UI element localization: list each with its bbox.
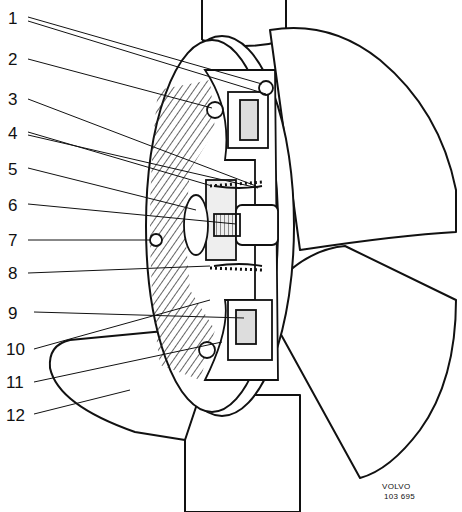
callout-number: 8 [8, 265, 17, 282]
cooling-fins [150, 80, 215, 380]
callout-number: 11 [6, 374, 24, 391]
cover-plug [150, 234, 162, 246]
leader-lines [28, 17, 266, 414]
callout-number: 4 [8, 125, 17, 142]
callout-number: 2 [8, 51, 17, 68]
nut [184, 195, 208, 255]
housing-section [228, 92, 268, 148]
callout-number: 1 [8, 10, 17, 27]
callout-number: 9 [8, 305, 17, 322]
callout-number: 10 [6, 341, 25, 358]
spring [210, 182, 262, 270]
housing-section [228, 300, 272, 360]
watermark: VOLVO [382, 483, 410, 491]
hub-rim [150, 36, 294, 416]
thread [214, 214, 240, 236]
callout-number: 6 [8, 197, 17, 214]
callout-number: 7 [8, 232, 17, 249]
fan-blade [185, 395, 300, 512]
shaft [236, 205, 278, 245]
valve [240, 100, 258, 140]
callout-number: 12 [6, 407, 25, 424]
pump-plate [236, 310, 256, 344]
callout-number: 5 [8, 161, 17, 178]
screw [207, 102, 223, 118]
seal [214, 186, 262, 266]
cutaway-section [205, 70, 278, 380]
watermark: 103 695 [384, 493, 415, 501]
callout-number: 3 [8, 91, 17, 108]
fan-blade [270, 28, 456, 250]
